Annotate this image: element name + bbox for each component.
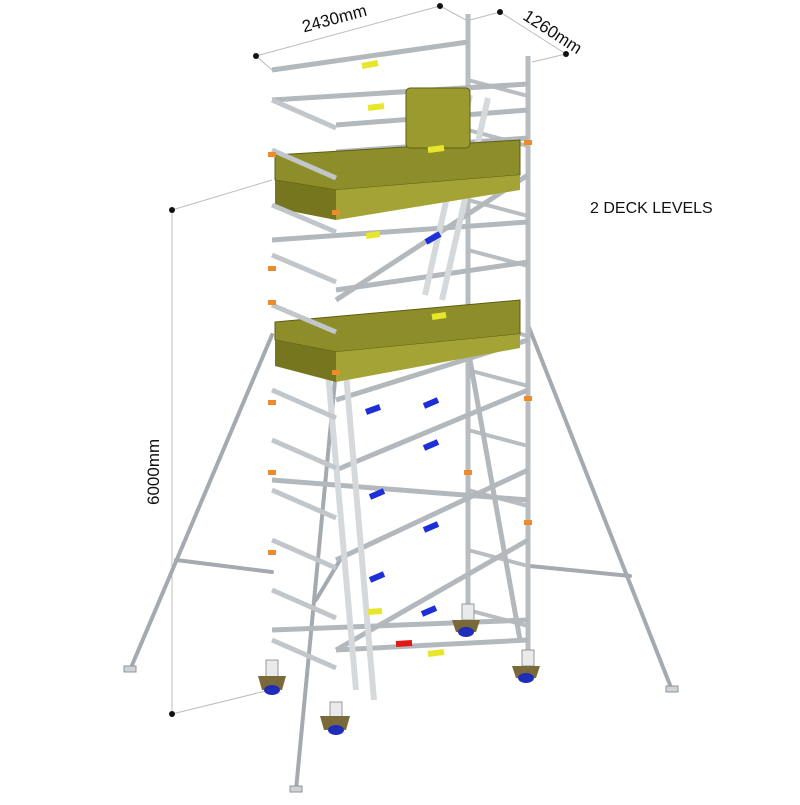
castor-wheels: [258, 603, 540, 735]
outrigger-feet: [123, 665, 679, 793]
lower-deck: [274, 299, 521, 382]
deck-trapdoor: [405, 87, 471, 149]
castor-front-left: [258, 659, 286, 695]
height-dimension-label: 6000mm: [144, 438, 163, 505]
castor-rear-right: [512, 649, 540, 683]
castor-rear-left: [452, 603, 480, 637]
front-frame: [268, 70, 340, 700]
dimension-lines: [171, 5, 567, 715]
dimension-endpoints: [169, 3, 569, 717]
deck-levels-label: 2 DECK LEVELS: [590, 200, 713, 217]
brace-clips: [361, 60, 447, 657]
frame-locks: [268, 140, 532, 555]
stabiliser-outriggers: [128, 323, 674, 792]
castor-front-right: [320, 701, 350, 735]
front-rungs: [270, 97, 338, 671]
